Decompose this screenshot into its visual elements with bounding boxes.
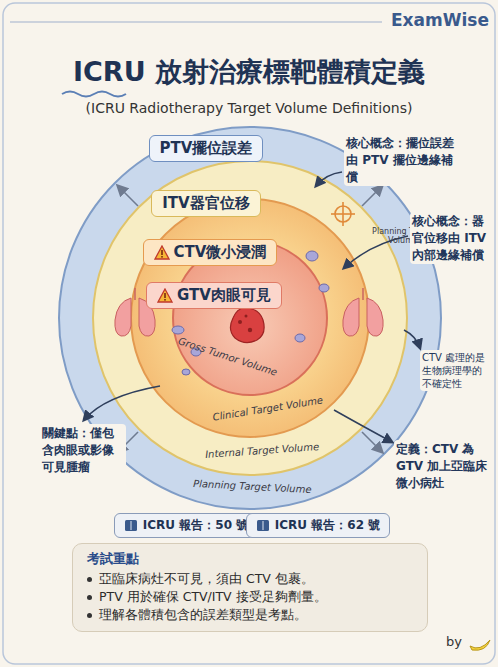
title-wrap: ICRU 放射治療標靶體積定義 <box>0 54 498 90</box>
warning-mark <box>161 250 163 255</box>
bullet-dot <box>87 613 92 618</box>
callout-note: CTV 處理的是生物病理學的不確定性 <box>420 350 492 391</box>
book-spine <box>130 521 131 530</box>
circle-outline <box>93 161 407 475</box>
bullet-row: 理解各體積包含的誤差類型是考點。 <box>87 606 413 624</box>
bullet-dot <box>87 577 92 582</box>
volume-label-box: PTV擺位誤差 <box>149 135 264 162</box>
title: ICRU 放射治療標靶體積定義 <box>0 54 498 90</box>
bullet-text: 亞臨床病灶不可見，須由 CTV 包裹。 <box>99 570 314 588</box>
label-wrap: 核心概念：器官位移由 ITV 內部邊緣補償 <box>410 212 492 264</box>
circle-outline <box>131 199 369 437</box>
callout-note: 關鍵點：僅包含肉眼或影像可見腫瘤 <box>40 424 126 476</box>
label: by <box>446 634 470 649</box>
callout-note: 核心概念：器官位移由 ITV 內部邊緣補償 <box>410 212 492 264</box>
book-icon <box>124 519 138 532</box>
exam-heading: 考試重點 <box>87 550 413 568</box>
bullet-text: 理解各體積包含的誤差類型是考點。 <box>99 606 307 624</box>
volume-label: ITV器官位移 <box>162 194 249 213</box>
exam-points-box: 考試重點亞臨床病灶不可見，須由 CTV 包裹。PTV 用於確保 CTV/ITV … <box>72 543 428 632</box>
report-badge: ICRU 報告：62 號 <box>246 513 390 538</box>
book-cover <box>257 520 269 531</box>
volume-label-box: ITV器官位移 <box>151 190 260 217</box>
bullet-text: PTV 用於確保 CTV/ITV 接受足夠劑量。 <box>99 588 327 606</box>
book-cover <box>125 520 137 531</box>
label-wrap: CTV 處理的是生物病理學的不確定性 <box>420 350 492 391</box>
volume-label: CTV微小浸潤 <box>174 243 267 262</box>
volume-label-box: GTV肉眼可見 <box>146 282 282 309</box>
warning-dot <box>164 299 166 301</box>
badge-text: ICRU 報告：50 號 <box>143 517 248 534</box>
book-icon <box>256 519 270 532</box>
subtitle: (ICRU Radiotherapy Target Volume Definit… <box>0 100 498 116</box>
circle-outline <box>173 241 327 395</box>
volume-label: PTV擺位誤差 <box>160 139 253 158</box>
label-wrap: ExamWise <box>388 10 492 30</box>
book-spine <box>262 521 263 530</box>
warning-triangle <box>155 246 169 259</box>
label-wrap: by <box>446 634 470 649</box>
callout-note: 定義：CTV 為 GTV 加上亞臨床微小病灶 <box>394 440 492 492</box>
label-wrap: 核心概念：擺位誤差由 PTV 擺位邊緣補償 <box>344 134 462 186</box>
label: ExamWise <box>388 10 492 30</box>
warning-icon <box>157 288 173 303</box>
label-wrap: 定義：CTV 為 GTV 加上亞臨床微小病灶 <box>394 440 492 492</box>
badge-text: ICRU 報告：62 號 <box>275 517 380 534</box>
warning-mark <box>164 293 166 298</box>
report-badge: ICRU 報告：50 號 <box>114 513 258 538</box>
bullet-row: 亞臨床病灶不可見，須由 CTV 包裹。 <box>87 570 413 588</box>
bullet-row: PTV 用於確保 CTV/ITV 接受足夠劑量。 <box>87 588 413 606</box>
label-wrap: 關鍵點：僅包含肉眼或影像可見腫瘤 <box>40 424 126 476</box>
volume-label-box: CTV微小浸潤 <box>143 239 278 266</box>
warning-triangle <box>158 289 172 302</box>
warning-icon <box>154 245 170 260</box>
label-wrap: (ICRU Radiotherapy Target Volume Definit… <box>0 100 498 116</box>
bullet-dot <box>87 595 92 600</box>
circle-outline <box>59 127 441 509</box>
callout-note: 核心概念：擺位誤差由 PTV 擺位邊緣補償 <box>344 134 462 186</box>
volume-label: GTV肉眼可見 <box>177 286 271 305</box>
warning-dot <box>161 256 163 258</box>
